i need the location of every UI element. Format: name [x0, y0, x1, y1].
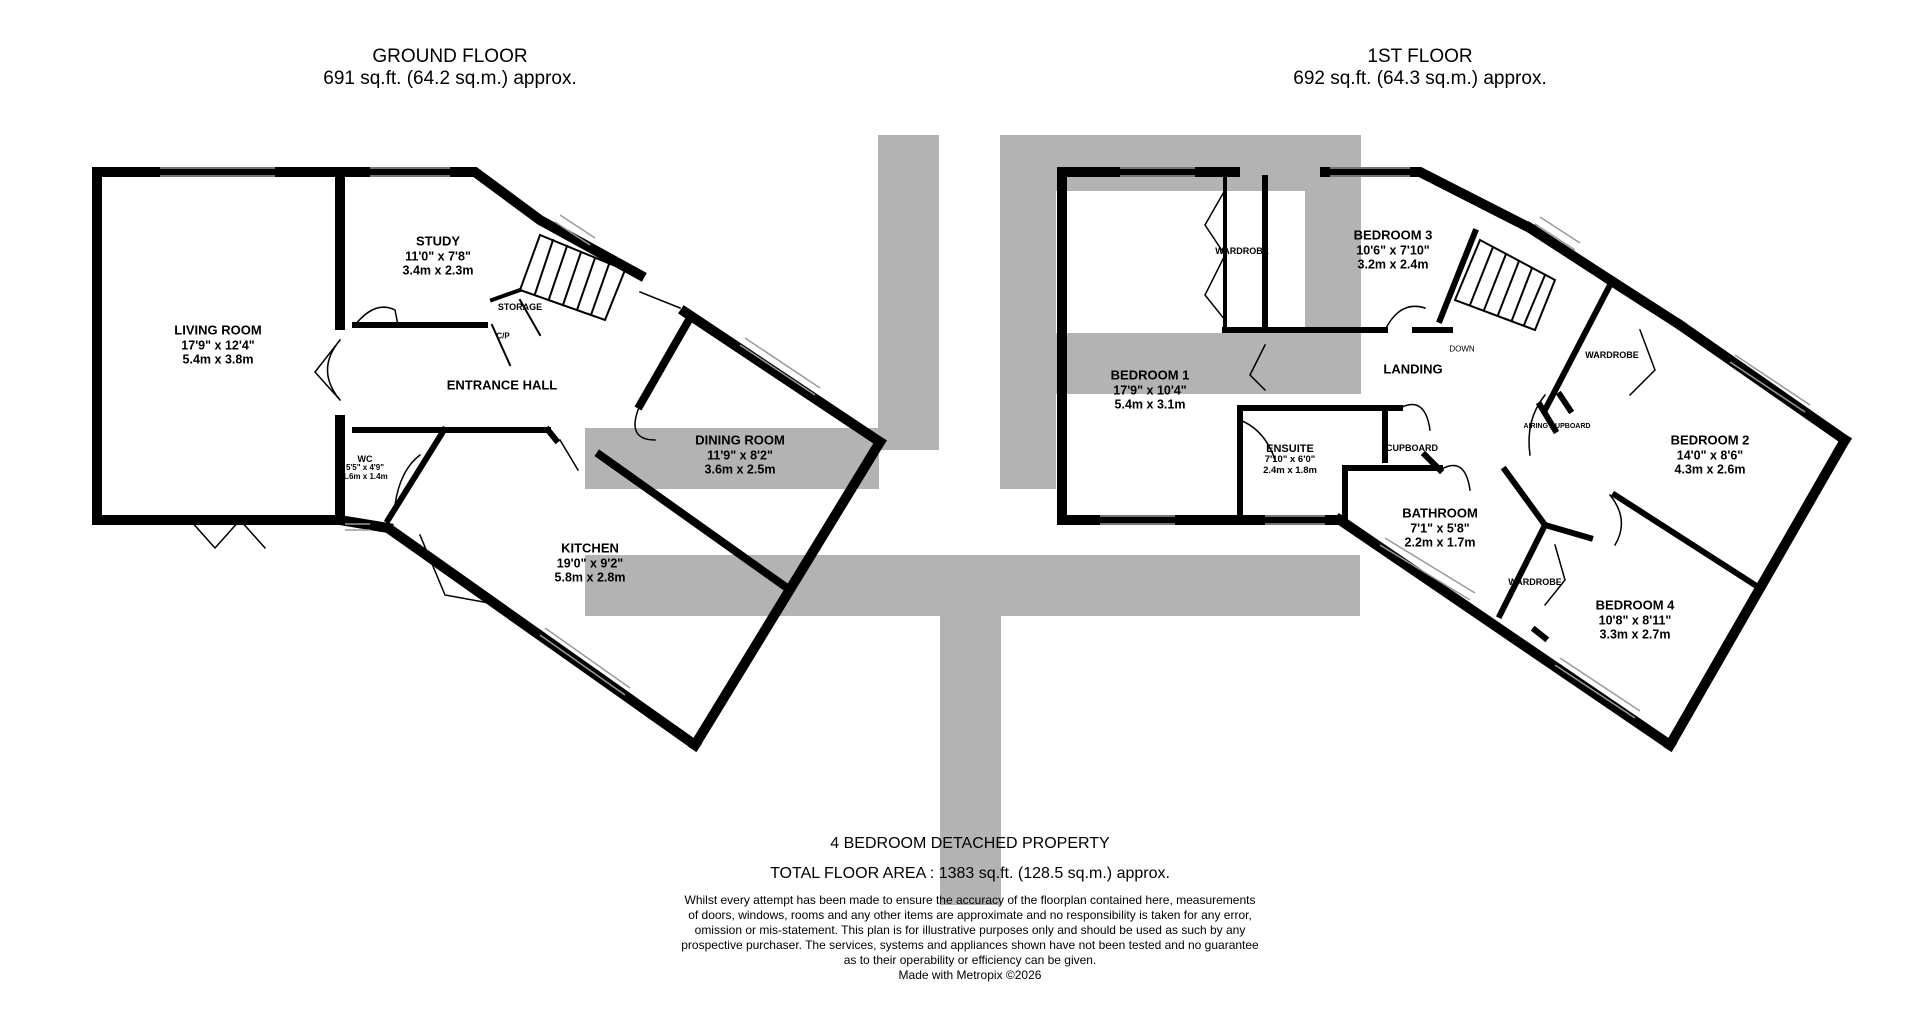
room-ensuite: ENSUITE 7'10" x 6'0" 2.4m x 1.8m	[1263, 443, 1317, 477]
footer: 4 BEDROOM DETACHED PROPERTY TOTAL FLOOR …	[620, 835, 1320, 983]
disclaimer-line: Whilst every attempt has been made to en…	[684, 893, 1256, 907]
property-type: 4 BEDROOM DETACHED PROPERTY	[830, 835, 1110, 852]
disclaimer: Whilst every attempt has been made to en…	[620, 893, 1320, 983]
cupboard-label: CUPBOARD	[1385, 442, 1439, 453]
wardrobe-label-bedroom-2: WARDROBE	[1585, 349, 1639, 360]
room-bathroom: BATHROOM 7'1" x 5'8" 2.2m x 1.7m	[1402, 505, 1478, 550]
room-imperial: 19'0" x 9'2"	[556, 556, 624, 571]
room-bedroom-2: BEDROOM 2 14'0" x 8'6" 4.3m x 2.6m	[1670, 432, 1750, 477]
storage-label: STORAGE	[497, 301, 543, 312]
room-name: DINING ROOM	[695, 432, 785, 448]
disclaimer-line: as to their operability or efficiency ca…	[843, 953, 1097, 967]
room-name: BEDROOM 2	[1670, 432, 1750, 448]
wardrobe-label-bedroom-4: WARDROBE	[1508, 576, 1562, 587]
credit: Made with Metropix ©2026	[898, 968, 1042, 982]
room-bedroom-3: BEDROOM 3 10'6" x 7'10" 3.2m x 2.4m	[1353, 227, 1433, 272]
room-metric: 1.6m x 1.4m	[342, 472, 388, 482]
first-floor-walls	[1057, 167, 1852, 752]
room-imperial: 14'0" x 8'6"	[1676, 448, 1744, 463]
room-metric: 2.2m x 1.7m	[1404, 535, 1476, 550]
room-living-room: LIVING ROOM 17'9" x 12'4" 5.4m x 3.8m	[174, 322, 262, 367]
room-metric: 3.6m x 2.5m	[704, 462, 776, 477]
room-name: ENTRANCE HALL	[446, 377, 558, 393]
room-name: ENSUITE	[1266, 443, 1314, 456]
room-imperial: 10'8" x 8'11"	[1598, 613, 1672, 628]
ground-floor-windows	[160, 167, 821, 696]
ground-floor-header: GROUND FLOOR 691 sq.ft. (64.2 sq.m.) app…	[250, 46, 650, 90]
room-name: BATHROOM	[1402, 505, 1478, 521]
room-metric: 5.4m x 3.1m	[1114, 397, 1186, 412]
room-name: KITCHEN	[561, 540, 619, 556]
room-metric: 4.3m x 2.6m	[1674, 462, 1746, 477]
room-landing: LANDING	[1383, 361, 1443, 378]
room-dining-room: DINING ROOM 11'9" x 8'2" 3.6m x 2.5m	[695, 432, 785, 477]
ground-floor-area: 691 sq.ft. (64.2 sq.m.) approx.	[323, 68, 577, 89]
room-metric: 3.3m x 2.7m	[1599, 627, 1671, 642]
room-metric: 3.4m x 2.3m	[402, 263, 474, 278]
cp-label: C/P	[496, 331, 510, 341]
first-floor-windows	[1100, 167, 1811, 719]
room-imperial: 11'9" x 8'2"	[707, 448, 773, 463]
room-name: WC	[357, 454, 373, 465]
room-wc: WC 5'5" x 4'9" 1.6m x 1.4m	[342, 454, 387, 482]
first-floor-header: 1ST FLOOR 692 sq.ft. (64.3 sq.m.) approx…	[1220, 46, 1620, 90]
room-metric: 2.4m x 1.8m	[1263, 465, 1317, 477]
room-imperial: 11'0" x 7'8"	[405, 249, 471, 264]
room-name: BEDROOM 4	[1595, 597, 1675, 613]
room-imperial: 7'10" x 6'0"	[1264, 454, 1316, 466]
stairs-down-label: DOWN	[1449, 344, 1475, 354]
room-imperial: 17'9" x 12'4"	[181, 338, 255, 353]
room-metric: 5.8m x 2.8m	[554, 570, 626, 585]
disclaimer-line: omission or mis-statement. This plan is …	[694, 923, 1246, 937]
disclaimer-line: of doors, windows, rooms and any other i…	[688, 908, 1252, 922]
room-name: BEDROOM 1	[1110, 367, 1190, 383]
room-study: STUDY 11'0" x 7'8" 3.4m x 2.3m	[402, 233, 474, 278]
room-name: LIVING ROOM	[174, 322, 262, 338]
room-metric: 5.4m x 3.8m	[182, 352, 254, 367]
room-imperial: 5'5" x 4'9"	[345, 463, 385, 473]
total-floor-area: TOTAL FLOOR AREA : 1383 sq.ft. (128.5 sq…	[770, 865, 1170, 882]
room-imperial: 10'6" x 7'10"	[1356, 243, 1430, 258]
first-floor-title: 1ST FLOOR	[1367, 46, 1473, 67]
room-bedroom-4: BEDROOM 4 10'8" x 8'11" 3.3m x 2.7m	[1595, 597, 1675, 642]
room-kitchen: KITCHEN 19'0" x 9'2" 5.8m x 2.8m	[554, 540, 626, 585]
room-name: STUDY	[415, 233, 461, 249]
room-imperial: 7'1" x 5'8"	[1410, 521, 1470, 536]
room-entrance-hall: ENTRANCE HALL	[446, 377, 558, 394]
room-imperial: 17'9" x 10'4"	[1113, 383, 1187, 398]
first-floor-area: 692 sq.ft. (64.3 sq.m.) approx.	[1293, 68, 1547, 89]
disclaimer-line: prospective purchaser. The services, sys…	[681, 938, 1259, 952]
room-metric: 3.2m x 2.4m	[1357, 257, 1429, 272]
wardrobe-label-bedroom-1: WARDROBE	[1215, 245, 1269, 256]
airing-cupboard-label: AIRING CUPBOARD	[1523, 423, 1591, 431]
room-name: BEDROOM 3	[1353, 227, 1433, 243]
room-bedroom-1: BEDROOM 1 17'9" x 10'4" 5.4m x 3.1m	[1110, 367, 1190, 412]
room-name: LANDING	[1383, 361, 1443, 377]
ground-floor-title: GROUND FLOOR	[372, 46, 528, 67]
